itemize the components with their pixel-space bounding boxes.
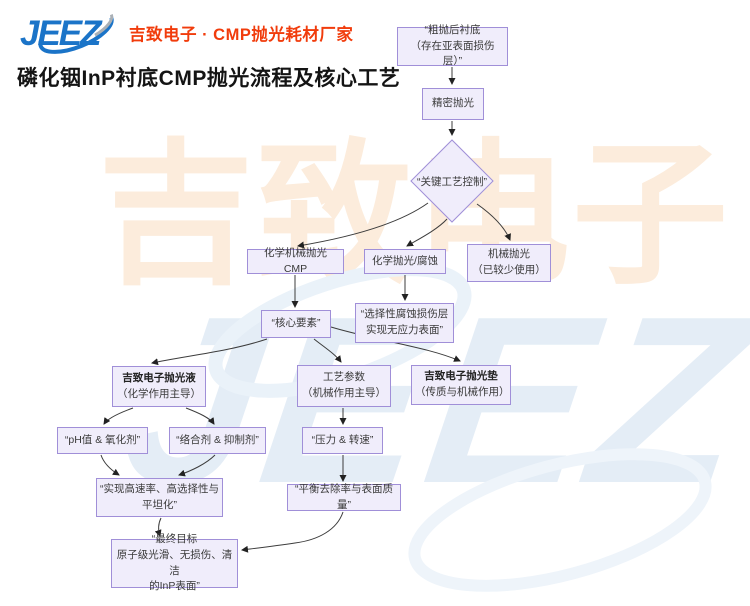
node-text: 吉致电子抛光液	[122, 371, 196, 384]
node-text: “关键工艺控制”	[417, 175, 487, 188]
node-high-rate-selectivity-planarization: “实现高速率、高选择性与 平坦化”	[96, 478, 223, 517]
node-text: 化学机械抛光 CMP	[264, 246, 327, 275]
node-final-goal: “最终目标 原子级光滑、无损伤、清洁 的InP表面”	[111, 533, 238, 592]
node-text: 实现无应力表面”	[366, 324, 443, 336]
node-text: 机械抛光	[488, 248, 530, 261]
node-balance-removal-rate-surface-quality: “平衡去除率与表面质量”	[287, 482, 401, 511]
node-text: （化学作用主导）	[117, 387, 201, 400]
node-text: 工艺参数	[323, 371, 365, 384]
node-text: 精密抛光	[432, 97, 474, 110]
node-text: 原子级光滑、无损伤、清洁	[116, 548, 233, 577]
node-text: “选择性腐蚀损伤层	[360, 308, 449, 321]
page-title: 磷化铟InP衬底CMP抛光流程及核心工艺	[17, 67, 401, 90]
node-chemical-polish-etch: 化学抛光/腐蚀	[364, 249, 446, 274]
node-jeez-polishing-pad: 吉致电子抛光垫 （传质与机械作用）	[411, 365, 511, 405]
node-rough-polished-substrate: “粗抛后衬底 （存在亚表面损伤层）”	[397, 24, 508, 67]
node-text: “压力 & 转速”	[311, 433, 374, 446]
node-core-elements: “核心要素”	[261, 310, 331, 338]
jeez-logo-swoosh-icon	[38, 7, 114, 54]
node-process-parameters: 工艺参数 （机械作用主导）	[297, 365, 391, 407]
node-text: “最终目标	[151, 533, 198, 545]
node-text: “pH值 & 氧化剂”	[64, 433, 141, 446]
jeez-logo-text: JEEZ	[20, 14, 102, 53]
node-cmp: 化学机械抛光 CMP	[247, 247, 344, 275]
node-jeez-polishing-slurry: 吉致电子抛光液 （化学作用主导）	[112, 366, 206, 407]
node-text: （传质与机械作用）	[415, 386, 510, 398]
node-text: （存在亚表面损伤层）”	[410, 39, 495, 68]
jeez-logo: JEEZ	[16, 6, 132, 60]
node-key-process-control: “关键工艺控制”	[410, 139, 494, 223]
node-text: 化学抛光/腐蚀	[372, 254, 438, 267]
node-text: “核心要素”	[271, 317, 321, 330]
node-ph-oxidizer: “pH值 & 氧化剂”	[57, 427, 148, 454]
node-mechanical-polish: 机械抛光 （已较少使用）	[467, 244, 551, 282]
node-text: “平衡去除率与表面质量”	[295, 482, 393, 511]
node-text: “络合剂 & 抑制剂”	[176, 433, 259, 446]
node-text: （机械作用主导）	[302, 387, 386, 399]
node-text: “粗抛后衬底	[424, 23, 481, 36]
node-pressure-speed: “压力 & 转速”	[302, 427, 383, 454]
node-complexing-inhibitor: “络合剂 & 抑制剂”	[169, 427, 266, 454]
node-selective-etch-damage-layer: “选择性腐蚀损伤层 实现无应力表面”	[355, 303, 454, 343]
node-text: 平坦化”	[142, 498, 177, 511]
node-precision-polishing: 精密抛光	[422, 88, 484, 120]
node-text: （已较少使用）	[472, 264, 546, 276]
node-text: 吉致电子抛光垫	[424, 370, 498, 383]
company-tagline: 吉致电子 · CMP抛光耗材厂家	[129, 26, 354, 44]
node-text: “实现高速率、高选择性与	[100, 482, 219, 495]
node-text: 的InP表面”	[149, 580, 200, 593]
